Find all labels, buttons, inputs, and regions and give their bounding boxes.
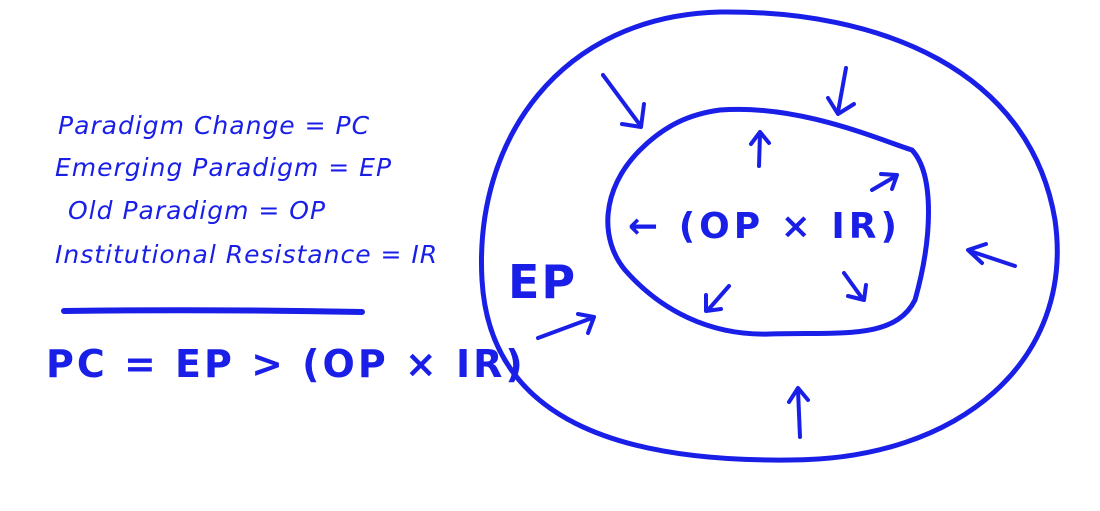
legend-item-op: Old Paradigm = OP <box>68 196 326 225</box>
arrow-icon <box>787 386 810 439</box>
legend-item-ep: Emerging Paradigm = EP <box>55 153 392 182</box>
arrow-icon <box>842 271 868 302</box>
arrow-icon <box>870 172 899 192</box>
arrow-icon <box>601 73 646 129</box>
arrow-icon <box>966 242 1017 268</box>
outer-circle-emerging-paradigm <box>478 9 1060 463</box>
legend-item-pc: Paradigm Change = PC <box>58 111 370 140</box>
inner-label-op-ir: ← (OP × IR) <box>628 206 901 247</box>
inward-arrows <box>536 66 1017 439</box>
arrow-icon <box>749 130 771 168</box>
legend-item-ir: Institutional Resistance = IR <box>55 240 438 269</box>
legend: Paradigm Change = PC Emerging Paradigm =… <box>55 111 438 269</box>
outward-arrows <box>704 130 899 313</box>
arrow-icon <box>704 284 731 313</box>
formula: PC = EP > (OP × IR) <box>46 342 526 386</box>
arrow-icon <box>826 66 856 116</box>
inner-circle-old-paradigm <box>605 106 931 337</box>
arrow-icon <box>536 312 596 340</box>
outer-label-ep: EP <box>508 255 577 309</box>
divider-line <box>61 307 365 315</box>
